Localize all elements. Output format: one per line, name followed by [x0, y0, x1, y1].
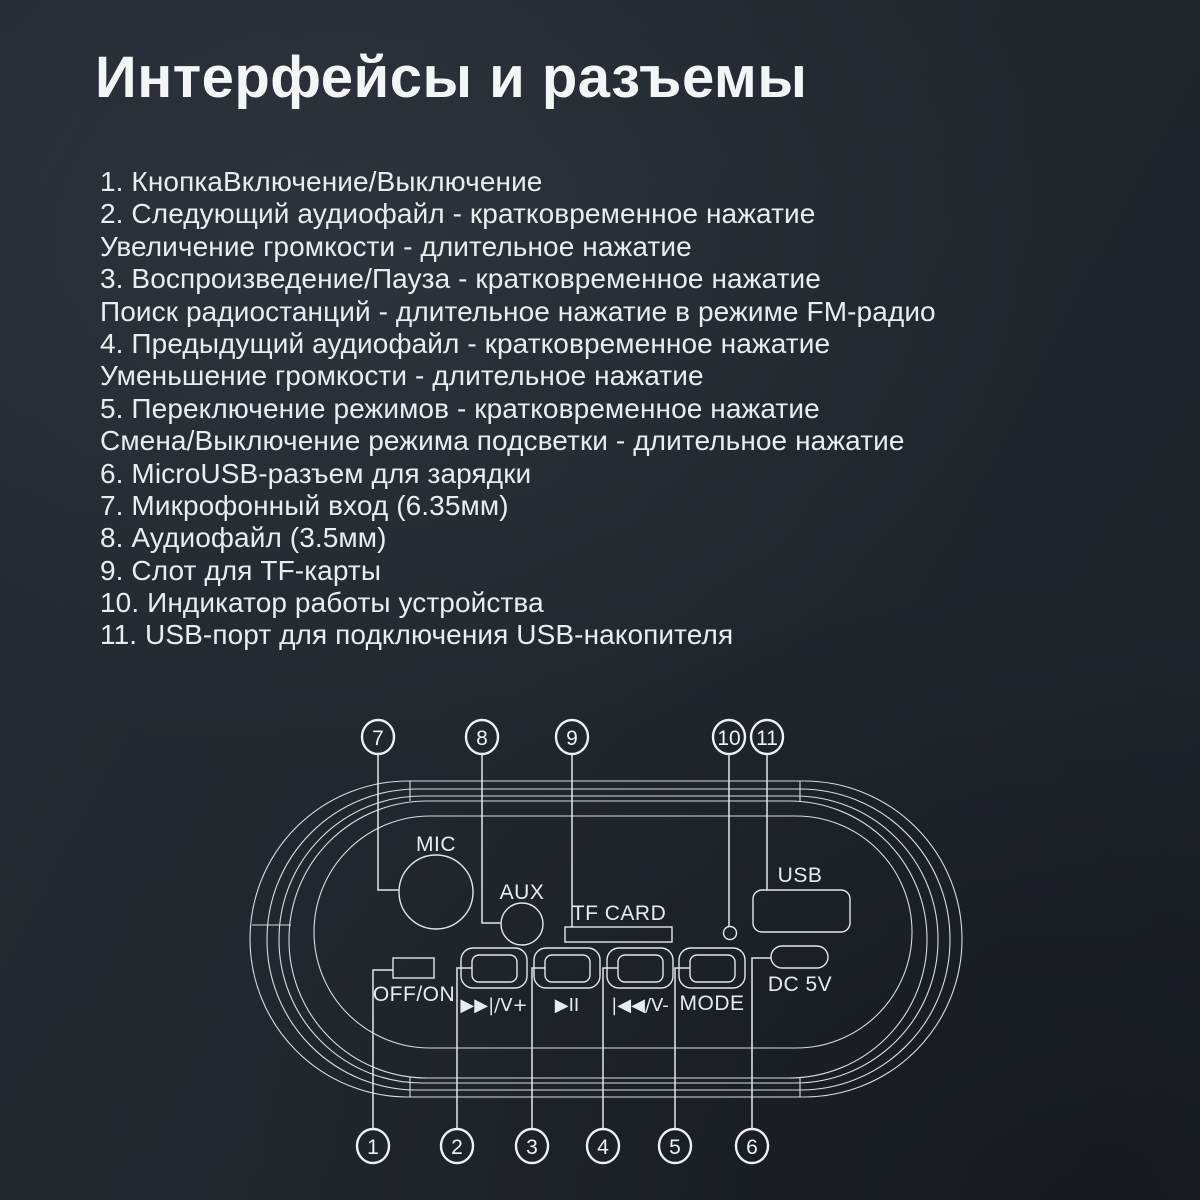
callout-number-2: 2	[451, 1136, 463, 1159]
speaker-outline	[249, 780, 963, 1098]
led-indicator	[722, 925, 738, 941]
outline-rim-3	[288, 800, 928, 1079]
callout-number-1: 1	[367, 1136, 379, 1159]
callout-circle-7	[360, 718, 396, 756]
callout-circle-6	[734, 1127, 770, 1165]
callout-circle-11	[749, 718, 785, 756]
list-item-11: 11. USB-порт для подключения USB-накопит…	[100, 619, 734, 651]
mic-label: MIC	[416, 833, 456, 856]
list-item-5: 5. Переключение режимов - кратковременно…	[100, 392, 820, 424]
callout-number-4: 4	[597, 1136, 609, 1159]
button-prev-inner	[617, 954, 664, 983]
feature-list: 1. КнопкаВключение/Выключение 2. Следующ…	[100, 166, 936, 652]
dc-5v-label: DC 5V	[768, 973, 832, 996]
usb-port	[752, 889, 851, 933]
leader-1	[372, 969, 393, 1129]
off-on-label: OFF/ON	[373, 983, 455, 1006]
list-item-6: 6. MicroUSB-разъем для зарядки	[100, 457, 532, 489]
callouts-top: 7 8 9 10 11	[360, 718, 785, 756]
list-item-2b: Увеличение громкости - длительное нажати…	[100, 230, 692, 262]
leader-6	[751, 957, 771, 1129]
tf-card-label: TF CARD	[572, 902, 667, 925]
list-item-7: 7. Микрофонный вход (6.35мм)	[100, 489, 509, 521]
list-item-5b: Смена/Выключение режима подсветки - длит…	[100, 425, 905, 457]
list-item-8: 8. Аудиофайл (3.5мм)	[100, 522, 387, 554]
outline-outer	[249, 780, 963, 1098]
callout-circle-3	[514, 1127, 550, 1165]
list-item-4b: Уменьшение громкости - длительное нажати…	[100, 360, 704, 392]
list-item-9: 9. Слот для TF-карты	[100, 554, 382, 586]
components	[392, 854, 851, 989]
callout-number-9: 9	[566, 727, 578, 750]
dc-jack	[770, 945, 829, 969]
power-switch	[392, 957, 435, 979]
callout-number-7: 7	[372, 727, 384, 750]
callout-circle-5	[657, 1127, 693, 1165]
leader-5	[674, 967, 690, 1129]
list-item-2: 2. Следующий аудиофайл - кратковременное…	[100, 198, 816, 230]
callout-number-8: 8	[476, 727, 488, 750]
prev-track-icon-label: |◀◀/V-	[611, 995, 669, 1016]
button-play-outer	[533, 947, 601, 989]
button-play-inner	[544, 954, 591, 983]
button-mode-inner	[689, 954, 736, 983]
callouts-bottom: 1 2 3 4 5 6	[355, 1127, 770, 1165]
callout-number-3: 3	[526, 1136, 538, 1159]
usb-label: USB	[778, 864, 823, 887]
callout-number-11: 11	[756, 727, 778, 750]
button-prev-outer	[606, 947, 674, 989]
list-item-10: 10. Индикатор работы устройства	[100, 587, 544, 619]
leader-4	[602, 967, 618, 1129]
component-labels: MIC AUX TF CARD USB OFF/ON DC 5V ▶▶|/V+ …	[373, 833, 832, 1016]
callout-circle-4	[585, 1127, 621, 1165]
aux-label: AUX	[500, 881, 545, 904]
callout-circle-8	[464, 718, 500, 756]
leader-lines	[372, 754, 771, 1129]
next-track-icon-label: ▶▶|/V+	[460, 995, 527, 1016]
leader-7	[377, 754, 399, 891]
button-next-outer	[460, 947, 528, 989]
button-mode-outer	[678, 947, 746, 989]
list-item-1: 1. КнопкаВключение/Выключение	[100, 166, 543, 197]
leader-2	[456, 967, 472, 1129]
callout-circle-10	[711, 718, 747, 756]
list-item-3b: Поиск радиостанций - длительное нажатие …	[100, 295, 936, 327]
callout-circle-9	[554, 718, 590, 756]
outline-rim-2	[278, 795, 939, 1084]
leader-8	[481, 754, 501, 924]
aux-port	[500, 902, 544, 946]
button-next-inner	[471, 954, 518, 983]
tf-card-slot	[564, 926, 673, 943]
list-item-3: 3. Воспроизведение/Пауза - кратковременн…	[100, 263, 821, 295]
callout-number-5: 5	[669, 1136, 681, 1159]
leader-3	[531, 967, 545, 1129]
callout-circle-1	[355, 1127, 391, 1165]
outline-face	[313, 815, 913, 1049]
list-item-4: 4. Предыдущий аудиофайл - кратковременно…	[100, 327, 831, 359]
callout-circle-2	[439, 1127, 475, 1165]
outline-rim-1	[266, 788, 951, 1091]
play-pause-icon-label: ▶II	[555, 995, 579, 1016]
mode-label: MODE	[680, 992, 745, 1015]
page-title: Интерфейсы и разъемы	[95, 45, 808, 110]
mic-port	[398, 854, 474, 930]
callout-number-10: 10	[717, 727, 740, 750]
callout-number-6: 6	[746, 1136, 758, 1159]
